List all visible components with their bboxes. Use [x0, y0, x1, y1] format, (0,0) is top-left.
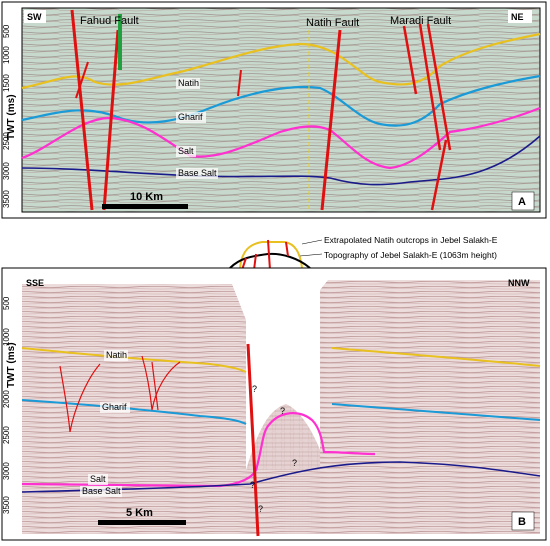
panel-b-question-mark: ? [250, 480, 255, 490]
panel-b-fault [141, 355, 181, 411]
panel-a-seismic [22, 8, 540, 212]
panel-a: 500 1000 1500 TWT (ms) 2500 3000 3500 SW [1, 1, 547, 219]
panel-b-natih-horizon-right [331, 347, 541, 367]
panel-b: 500 1000 TWT (ms) 2000 2500 3000 3500 ? … [1, 267, 547, 541]
panel-b-main-fault [246, 343, 260, 537]
panel-b-salt-horizon [21, 412, 376, 488]
panel-b-natih-label: Natih [106, 350, 127, 360]
panel-b-base-salt-horizon [21, 461, 541, 493]
panel-b-gharif-horizon-right [331, 403, 541, 421]
panel-a-fault-label: Natih Fault [306, 17, 359, 29]
panel-b-tick: 2500 [2, 426, 11, 444]
panel-b-natih-horizon-left [21, 347, 247, 373]
panel-a-y-axis: 500 1000 1500 TWT (ms) 2500 3000 3500 [2, 24, 17, 208]
inset-fault [285, 241, 289, 257]
panel-a-base-salt-label: Base Salt [178, 168, 217, 178]
topography-annotation: Topography of Jebel Salakh-E (1063m heig… [324, 250, 497, 260]
panel-a-fault [430, 139, 448, 211]
panel-a-natih-horizon [21, 32, 541, 90]
panel-a-label-bg [176, 78, 200, 89]
panel-a-fault-label: Fahud Fault [80, 15, 139, 27]
panel-a-axis-title: TWT (ms) [6, 94, 17, 140]
panel-a-fault-label: Maradi Fault [390, 15, 451, 27]
panel-b-fault [59, 363, 101, 433]
panel-b-y-axis: 500 1000 TWT (ms) 2000 2500 3000 3500 [2, 296, 17, 514]
panel-b-label-bg [104, 350, 128, 361]
inset-fault [267, 239, 271, 271]
panel-a-fault [418, 23, 442, 151]
leader-line [301, 239, 323, 245]
panel-b-tick: 2000 [2, 390, 11, 408]
panel-a-tick: 3500 [2, 190, 11, 208]
topography-inset: Extrapolated Natih outcrops in Jebel Sal… [229, 235, 498, 271]
panel-b-base-salt-label: Base Salt [82, 486, 121, 496]
panel-b-tick: 500 [2, 296, 11, 310]
panel-b-gharif-horizon-left [21, 399, 247, 425]
panel-a-natih-label: Natih [178, 78, 199, 88]
panel-b-tick: 3000 [2, 462, 11, 480]
panel-a-salt-label: Salt [178, 146, 194, 156]
panel-b-question-mark: ? [258, 504, 263, 514]
panel-b-fault [151, 361, 159, 411]
panel-a-id-box [511, 191, 535, 211]
panel-a-fault [102, 29, 120, 211]
panel-a-label-bg [176, 112, 206, 123]
panel-b-question-mark: ? [292, 458, 297, 468]
panel-b-salt-label: Salt [90, 474, 106, 484]
panel-a-fault [70, 9, 94, 211]
panel-a-tick: 1000 [2, 46, 11, 64]
panel-a-tick: 500 [2, 24, 11, 38]
panel-a-scale-bar [102, 204, 188, 209]
panel-a-scale-label: 10 Km [130, 191, 163, 203]
panel-a-gharif-horizon [21, 74, 541, 127]
panel-a-fault [402, 25, 418, 95]
panel-a-fault [237, 69, 242, 97]
panel-b-tick: 1000 [2, 328, 11, 346]
panel-b-gharif-label: Gharif [102, 402, 127, 412]
panel-b-right-seismic [320, 280, 540, 534]
panel-b-question-mark: ? [280, 406, 285, 416]
panel-b-left-corner: SSE [26, 278, 44, 288]
panel-a-left-corner: SW [27, 12, 42, 22]
panel-a-fault [75, 61, 89, 99]
panel-b-question-mark: ? [252, 384, 257, 394]
outcrop-annotation: Extrapolated Natih outcrops in Jebel Sal… [324, 235, 498, 245]
panel-b-label-bg [88, 474, 108, 485]
panel-b-central-base [246, 470, 320, 534]
panel-a-id: A [518, 196, 526, 208]
panel-a-corner-box [508, 10, 532, 23]
panel-a-corner-box [24, 10, 46, 23]
inset-fault [253, 253, 257, 271]
panel-a-tick: 1500 [2, 74, 11, 92]
panel-b-label-bg [100, 402, 130, 413]
extrapolated-natih-curve [239, 241, 303, 269]
panel-a-tick: 3000 [2, 162, 11, 180]
panel-b-scale-label: 5 Km [126, 507, 153, 519]
panel-b-id-box [511, 511, 535, 531]
panel-b-id: B [518, 516, 526, 528]
panel-a-label-bg [176, 168, 218, 179]
panel-b-tick: 3500 [2, 496, 11, 514]
panel-a-gharif-label: Gharif [178, 112, 203, 122]
panel-a-fault [320, 29, 342, 211]
panel-b-right-corner: NNW [508, 278, 530, 288]
panel-b-axis-title: TWT (ms) [6, 342, 17, 388]
panel-b-scale-bar [98, 520, 186, 525]
panel-a-right-corner: NE [511, 12, 524, 22]
panel-b-label-bg [80, 486, 122, 497]
leader-line [299, 253, 323, 257]
panel-a-fault [426, 23, 452, 151]
panel-a-label-bg [176, 146, 196, 157]
panel-a-tick: 2500 [2, 132, 11, 150]
